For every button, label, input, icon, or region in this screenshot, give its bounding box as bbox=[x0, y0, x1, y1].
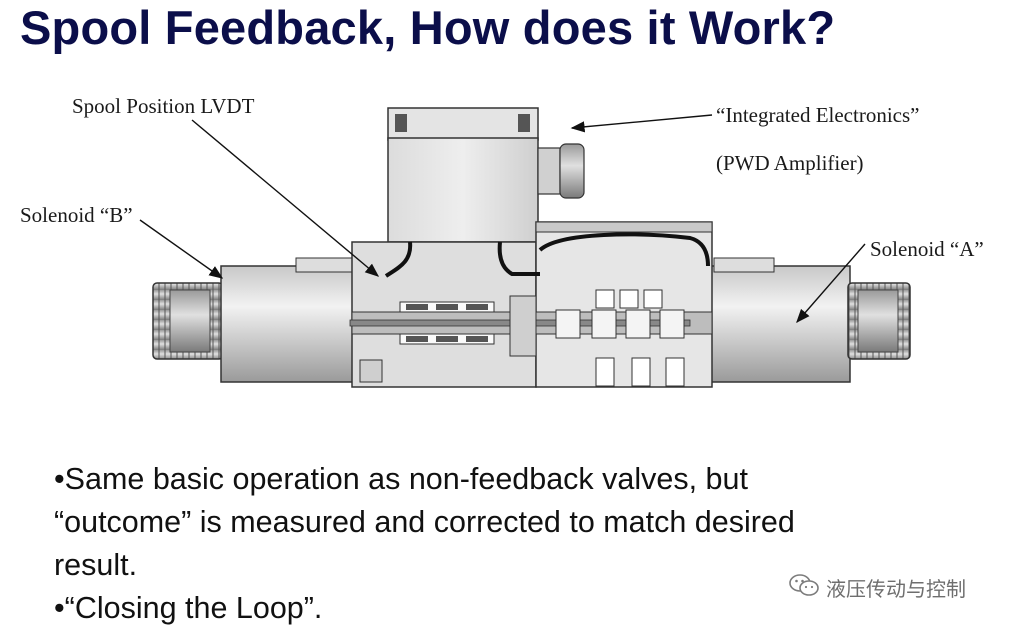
wechat-icon bbox=[788, 572, 820, 603]
label-solenoid-a: Solenoid “A” bbox=[870, 237, 984, 261]
label-solenoid-b: Solenoid “B” bbox=[20, 203, 133, 227]
bullet-list: •Same basic operation as non-feedback va… bbox=[54, 458, 974, 630]
bullet-1-line-2: “outcome” is measured and corrected to m… bbox=[54, 505, 795, 539]
callout-leaders bbox=[139, 114, 866, 324]
bullet-1-line-3: result. bbox=[54, 548, 138, 582]
label-integrated-electronics: “Integrated Electronics” bbox=[716, 103, 920, 127]
valve-body bbox=[349, 221, 713, 388]
slide-title: Spool Feedback, How does it Work? bbox=[20, 1, 836, 54]
label-pwd-amplifier: (PWD Amplifier) bbox=[716, 151, 864, 175]
label-spool-position-lvdt: Spool Position LVDT bbox=[72, 94, 255, 118]
bullet-2: •“Closing the Loop”. bbox=[54, 591, 323, 625]
solenoid-b bbox=[152, 257, 358, 383]
integrated-electronics-box bbox=[387, 107, 585, 243]
watermark: 液压传动与控制 bbox=[788, 572, 966, 602]
valve-cross-section-diagram bbox=[139, 107, 911, 388]
solenoid-a bbox=[709, 257, 911, 383]
watermark-text: 液压传动与控制 bbox=[826, 576, 966, 601]
bullet-1-line-1: •Same basic operation as non-feedback va… bbox=[54, 462, 748, 496]
